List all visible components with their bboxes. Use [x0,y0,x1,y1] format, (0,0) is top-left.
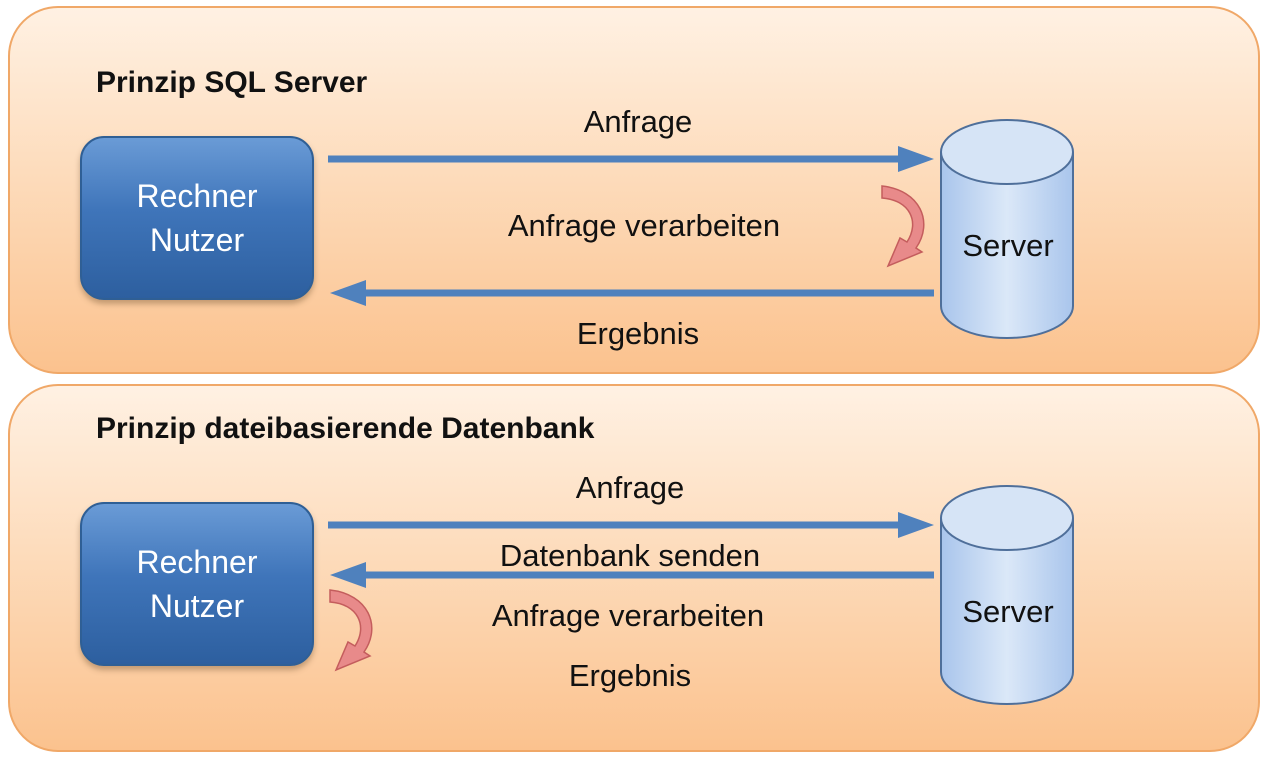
user-box-line-1: Rechner [136,178,258,214]
sql-server-panel: Prinzip SQL Server Rechner Nutzer Anfrag… [8,6,1260,374]
result-label: Ergebnis [568,658,692,693]
request-label: Anfrage [575,470,685,505]
processing-label: Anfrage verarbeiten [507,208,781,243]
database-icon [940,485,1074,705]
user-box-line-1: Rechner [136,544,258,580]
server-label: Server [962,228,1054,263]
user-computer-box: Rechner Nutzer [80,136,314,300]
file-database-panel: Prinzip dateibasierende Datenbank Rechne… [8,384,1260,752]
send-database-arrow [330,562,934,588]
panel-title: Prinzip dateibasierende Datenbank [96,412,595,445]
processing-curl-arrow [329,589,373,672]
request-arrow [328,512,934,538]
server-cylinder: Server [938,116,1078,344]
user-box-line-2: Nutzer [149,222,245,258]
result-arrow [330,280,934,306]
request-arrow [328,146,934,172]
database-icon [940,119,1074,339]
request-label: Anfrage [583,104,693,139]
processing-curl-arrow [881,185,925,268]
result-label: Ergebnis [576,316,700,351]
server-label: Server [962,594,1054,629]
user-computer-box: Rechner Nutzer [80,502,314,666]
panel-title: Prinzip SQL Server [96,66,368,99]
server-cylinder: Server [938,482,1078,710]
user-box-line-2: Nutzer [149,588,245,624]
processing-label: Anfrage verarbeiten [491,598,765,633]
send-database-label: Datenbank senden [499,538,761,573]
